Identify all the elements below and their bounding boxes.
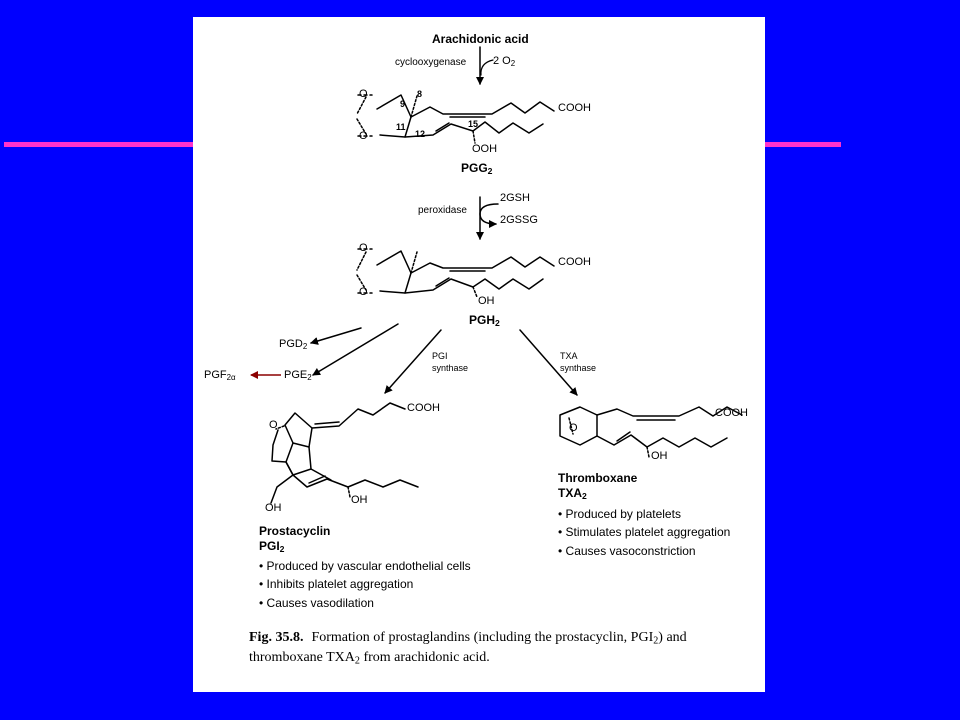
pgi2-structure	[270, 402, 419, 504]
gsh-label: 2GSH	[500, 192, 530, 204]
gssg-label: 2GSSG	[500, 214, 538, 226]
txa2-abbr: TXA2	[558, 486, 587, 502]
pgg2-carbon-12: 12	[415, 129, 426, 139]
accent-line-left	[4, 142, 196, 147]
txa2-oh: OH	[651, 450, 668, 462]
peroxidase-label: peroxidase	[418, 205, 467, 216]
pgg2-name: PGG2	[461, 161, 493, 177]
pge2-label: PGE2	[284, 369, 312, 382]
pgi2-oh-side: OH	[351, 494, 368, 506]
txa2-ring-o: O	[569, 422, 578, 434]
pgg2-cooh: COOH	[558, 102, 591, 114]
pathway-structures	[250, 46, 743, 504]
txa2-bullet-3: • Causes vasoconstriction	[558, 544, 696, 558]
figure-number: Fig. 35.8.	[249, 630, 304, 645]
pgh2-o-bottom: O	[359, 286, 368, 298]
pgi2-cooh: COOH	[407, 402, 440, 414]
accent-line-right	[765, 142, 841, 147]
pgg2-structure	[356, 94, 555, 144]
thromboxane-name: Thromboxane	[558, 471, 638, 485]
txa2-structure	[559, 406, 743, 458]
pgh2-name: PGH2	[469, 313, 500, 329]
pgh2-structure	[356, 248, 555, 298]
txa2-cooh: COOH	[715, 407, 748, 419]
prostacyclin-name: Prostacyclin	[259, 524, 331, 538]
figure-caption: Fig. 35.8.Formation of prostaglandins (i…	[249, 630, 687, 667]
start-compound-label: Arachidonic acid	[432, 32, 529, 46]
pgg2-o-top: O	[359, 88, 368, 100]
pgi2-bullet-3: • Causes vasodilation	[259, 596, 374, 610]
txa2-bullet-2: • Stimulates platelet aggregation	[558, 525, 731, 539]
pgg2-carbon-15: 15	[468, 119, 479, 129]
pgg2-carbon-11: 11	[396, 122, 406, 132]
pgd2-label: PGD2	[279, 338, 308, 351]
pgi2-bullet-1: • Produced by vascular endothelial cells	[259, 559, 471, 573]
pgg2-ooh: OOH	[472, 143, 498, 155]
pgf2a-label: PGF2α	[204, 369, 236, 382]
pgg2-carbon-8: 8	[417, 89, 423, 99]
figure-panel: Arachidonic acid cyclooxygenase 2 O2 O O…	[193, 17, 765, 692]
pgg2-o-bottom: O	[359, 130, 368, 142]
pgh2-oh: OH	[478, 295, 495, 307]
pgh2-cooh: COOH	[558, 256, 591, 268]
oxygen-cofactor-label: 2 O2	[493, 55, 516, 68]
txa2-bullet-1: • Produced by platelets	[558, 507, 681, 521]
pgg2-carbon-9: 9	[400, 99, 406, 109]
pgh2-o-top: O	[359, 242, 368, 254]
pgi2-abbr: PGI2	[259, 539, 285, 555]
pgi2-oh-ring: OH	[265, 502, 282, 514]
pgi2-bullet-2: • Inhibits platelet aggregation	[259, 577, 414, 591]
cyclooxygenase-label: cyclooxygenase	[395, 57, 467, 68]
pgi2-ring-o: O	[269, 419, 278, 431]
